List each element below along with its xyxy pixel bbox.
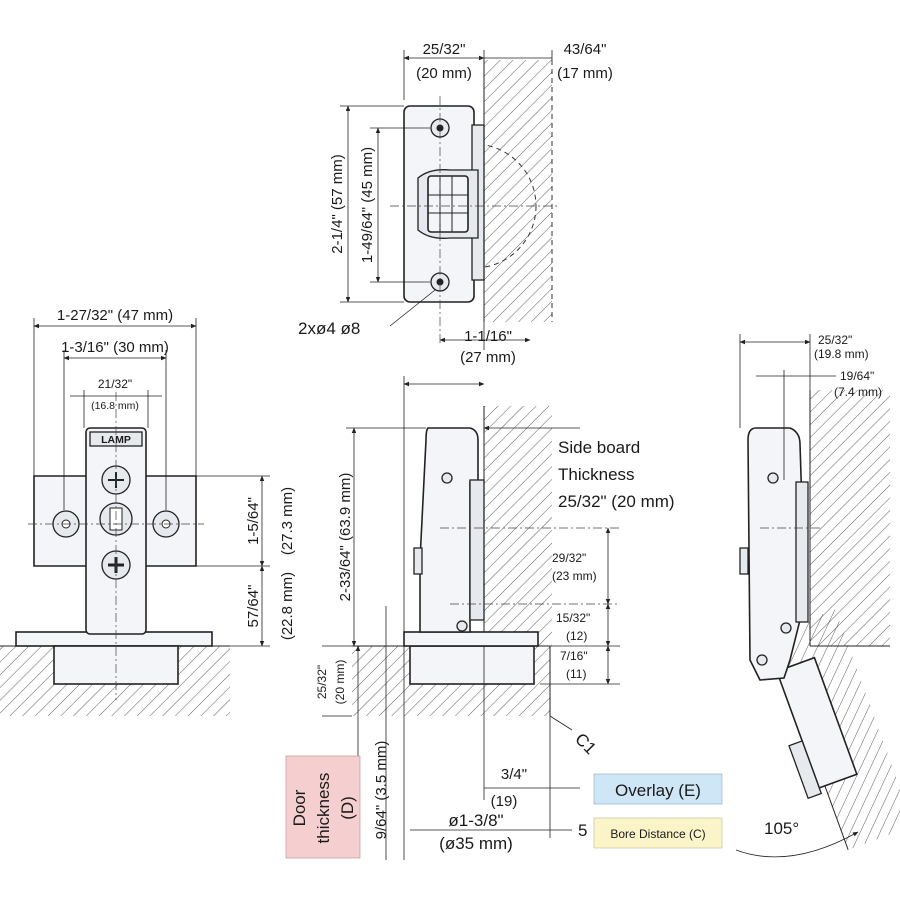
side-overlay-mm: (19) xyxy=(491,793,518,810)
side-dim-a-mm: (23 mm) xyxy=(552,569,597,583)
right-angle: 105° xyxy=(764,819,799,838)
top-width-mm: (20 mm) xyxy=(416,65,472,82)
top-bore-in: 1-1/16" xyxy=(464,328,512,345)
side-board-line1: Side board xyxy=(558,438,640,457)
top-side-mm: (17 mm) xyxy=(557,65,613,82)
right-top-in: 25/32" xyxy=(818,333,852,347)
side-door-in: 25/32" xyxy=(315,665,329,699)
door-line3: (D) xyxy=(338,796,357,820)
side-board-line2: Thickness xyxy=(558,465,635,484)
side-board-line3: 25/32" (20 mm) xyxy=(558,492,675,511)
side-door-mm: (20 mm) xyxy=(333,660,347,705)
top-view: 25/32" (20 mm) 43/64" (17 mm) 2-1/4" (57… xyxy=(298,41,613,366)
left-dim-small-mm: (16.8 mm) xyxy=(91,400,139,412)
side-cup-in: ø1-3/8" xyxy=(448,811,503,830)
left-dim-v2: 57/64" xyxy=(245,585,262,628)
door-line1: Door xyxy=(290,789,309,826)
side-dim-c-in: 7/16" xyxy=(560,649,588,663)
right-small-mm: (7.4 mm) xyxy=(834,385,882,399)
right-top-mm: (19.8 mm) xyxy=(814,347,869,361)
side-dim-c-mm: (11) xyxy=(566,667,586,681)
door-thickness-box xyxy=(285,755,361,859)
top-bore-mm: (27 mm) xyxy=(460,349,516,366)
right-view: 25/32" (19.8 mm) 19/64" (7.4 mm) 105° xyxy=(735,333,900,858)
side-view: Side board Thickness 25/32" (20 mm) 2-33… xyxy=(315,376,675,860)
side-dim-height: 2-33/64" (63.9 mm) xyxy=(337,473,354,602)
side-bore-dist: 5 xyxy=(578,821,587,840)
top-height-inner: 1-49/64" (45 mm) xyxy=(359,147,376,263)
left-dim-v2-mm: (22.8 mm) xyxy=(279,572,296,640)
left-view: LAMP 1-27/32" (47 mm) 1-3/16" (30 mm) 21… xyxy=(0,307,296,716)
legend: Door thickness (D) Overlay (E) Bore Dist… xyxy=(285,755,723,859)
side-dim-a-in: 29/32" xyxy=(552,551,586,565)
bore-label: Bore Distance (C) xyxy=(610,827,705,841)
left-dim-v1-mm: (27.3 mm) xyxy=(279,487,296,555)
side-overlay-in: 3/4" xyxy=(501,766,527,783)
overlay-label: Overlay (E) xyxy=(615,781,701,800)
side-board-hatch xyxy=(484,406,552,646)
side-dim-b-mm: (12) xyxy=(566,629,587,643)
side-dim-gap: 9/64" (3.5 mm) xyxy=(373,741,390,840)
top-height-outer: 2-1/4" (57 mm) xyxy=(329,154,346,254)
left-dim-mid: 1-3/16" (30 mm) xyxy=(61,339,169,356)
top-width-in: 25/32" xyxy=(423,41,466,58)
side-cup-mm: (ø35 mm) xyxy=(439,834,513,853)
overlay-box xyxy=(593,773,723,805)
bore-distance-box xyxy=(593,817,723,849)
right-small-in: 19/64" xyxy=(840,369,874,383)
left-dim-v1: 1-5/64" xyxy=(245,497,262,545)
left-dim-small-in: 21/32" xyxy=(98,377,132,391)
left-dim-total: 1-27/32" (47 mm) xyxy=(57,307,173,324)
top-screw-holes: 2xø4 ø8 xyxy=(298,319,360,338)
side-c1: C1 xyxy=(571,729,600,758)
side-dim-b-in: 15/32" xyxy=(556,611,590,625)
door-line2: thickness xyxy=(314,773,333,844)
top-side-in: 43/64" xyxy=(564,41,607,58)
right-side-board xyxy=(810,390,890,646)
top-side-board xyxy=(484,60,552,322)
